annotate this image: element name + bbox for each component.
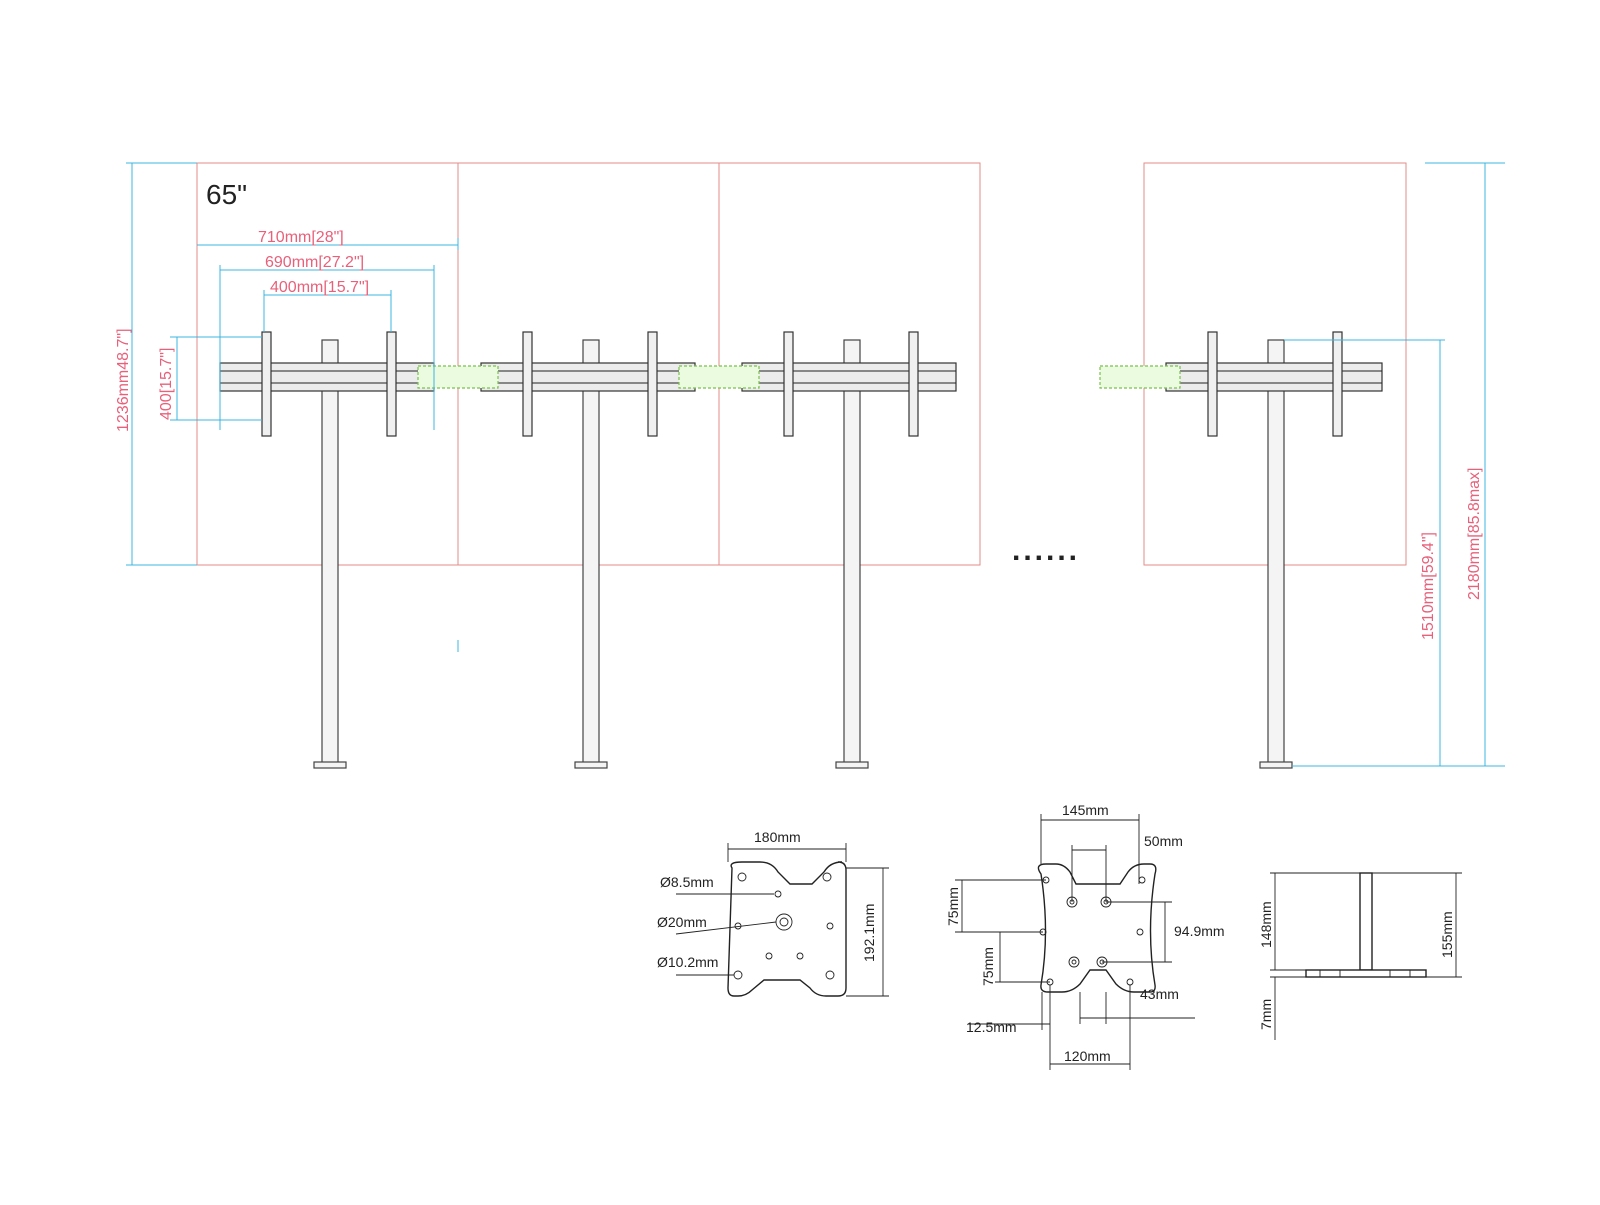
dim-710-label: 710mm[28"] (258, 229, 344, 246)
pole-4-base (1259, 761, 1293, 769)
base-plate-a (675, 843, 889, 997)
bracket (908, 331, 919, 437)
bracket (1332, 331, 1343, 437)
extension-couplers (417, 365, 1181, 389)
dim-400-vertical-label: 400[15.7"] (158, 348, 175, 420)
base-plate-b (955, 814, 1195, 1070)
plate-a-width-label: 180mm (754, 829, 801, 845)
bracket (783, 331, 794, 437)
pole-2-base (574, 761, 608, 769)
coupler-1 (417, 365, 499, 389)
pole-1-base (313, 761, 347, 769)
dimension-lines (126, 162, 1505, 767)
side-view-7-label: 7mm (1258, 999, 1274, 1030)
pole-4 (1267, 339, 1285, 767)
side-view-155-label: 155mm (1439, 911, 1455, 958)
side-view-plate (1305, 969, 1427, 978)
bar-1 (219, 362, 435, 392)
horizontal-bars (219, 362, 1383, 392)
side-view-pole (1359, 872, 1373, 971)
poles (313, 339, 1293, 769)
plate-a-hole-mid-label: Ø10.2mm (657, 954, 718, 970)
plate-a-hole-center-label: Ø20mm (657, 914, 707, 930)
bar-4 (1165, 362, 1383, 392)
plate-b-top-label: 145mm (1062, 802, 1109, 818)
dim-2180-label: 2180mm[85.8max] (1466, 467, 1483, 600)
plate-b-inner-top-label: 50mm (1144, 833, 1183, 849)
screen-size-label: 65" (206, 179, 247, 210)
plate-b-offset-label: 12.5mm (966, 1019, 1017, 1035)
plate-b-bottom-label: 120mm (1064, 1048, 1111, 1064)
plate-b-right-label: 94.9mm (1174, 923, 1225, 939)
pole-3 (843, 339, 861, 767)
bracket (522, 331, 533, 437)
side-view-148-label: 148mm (1258, 901, 1274, 948)
dim-1236-label: 1236mm48.7"] (115, 328, 132, 432)
bracket (1207, 331, 1218, 437)
coupler-3 (1099, 365, 1181, 389)
pole-3-base (835, 761, 869, 769)
dim-1510-label: 1510mm[59.4"] (1420, 532, 1437, 640)
dim-400-label: 400mm[15.7"] (270, 279, 369, 296)
dim-690-label: 690mm[27.2"] (265, 254, 364, 271)
coupler-2 (678, 365, 760, 389)
pole-1 (321, 339, 339, 767)
pole-2 (582, 339, 600, 767)
side-view (1270, 872, 1462, 1040)
plate-a-hole-small-label: Ø8.5mm (660, 874, 714, 890)
bracket (647, 331, 658, 437)
plate-b-outline (1037, 863, 1157, 993)
bar-3 (741, 362, 957, 392)
plate-b-left-upper-label: 75mm (945, 887, 961, 926)
plate-b-left-lower-label: 75mm (980, 947, 996, 986)
plate-a-height-label: 192.1mm (861, 904, 877, 962)
mount-brackets (261, 331, 1343, 437)
bracket (261, 331, 272, 437)
plate-b-notch-label: 43mm (1140, 986, 1179, 1002)
continuation-ellipsis: ...... (1012, 534, 1080, 567)
bracket (386, 331, 397, 437)
bar-2 (480, 362, 696, 392)
